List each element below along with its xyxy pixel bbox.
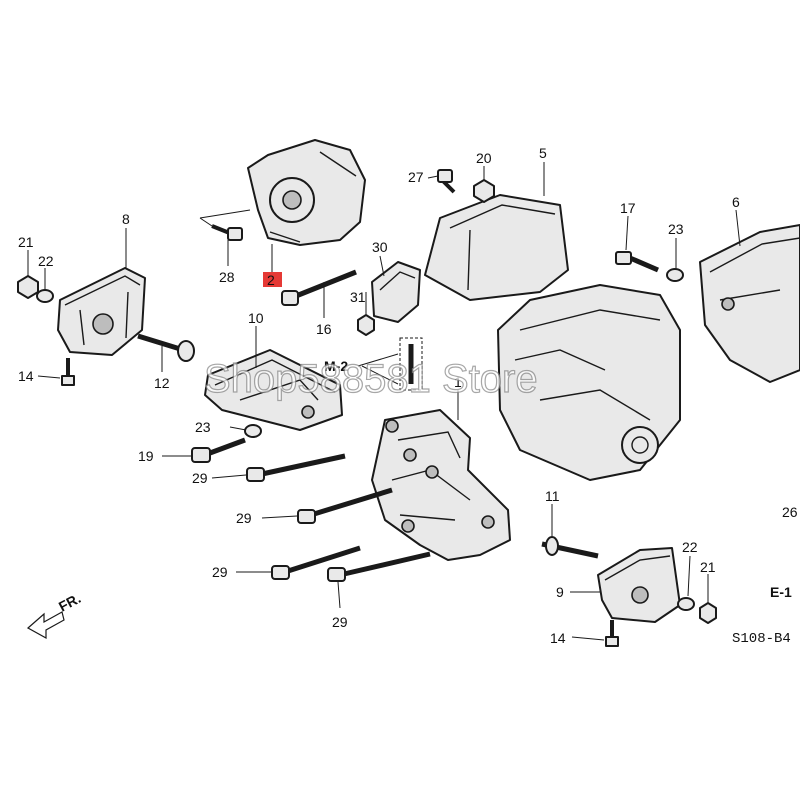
callout-22-left: 22: [38, 253, 54, 269]
callout-2: 2: [267, 272, 275, 288]
part-2-upper-mount: [247, 139, 366, 246]
ref-e1: E-1: [770, 584, 792, 600]
callout-29-c: 29: [212, 564, 228, 580]
part-14-bolt-left: [61, 358, 75, 386]
part-28-bolt: [211, 224, 243, 241]
callout-8: 8: [122, 211, 130, 227]
part-12-through-bolt: [137, 333, 195, 362]
leader-lines: [27, 162, 741, 641]
part-17-bolt: [615, 251, 659, 273]
callout-28: 28: [219, 269, 235, 285]
part-22-washer-right: [677, 597, 695, 611]
callout-17: 17: [620, 200, 636, 216]
part-23-washer-right: [666, 268, 684, 282]
callout-16: 16: [316, 321, 332, 337]
callout-14-left: 14: [18, 368, 34, 384]
part-8-left-mount: [57, 267, 146, 356]
part-14-bolt-right: [605, 620, 619, 647]
callout-2-highlight: [263, 272, 282, 287]
callout-23-center: 23: [195, 419, 211, 435]
part-23-washer-center: [244, 424, 262, 438]
part-20-nut: [473, 179, 495, 203]
callout-29-a: 29: [192, 470, 208, 486]
callout-29-d: 29: [332, 614, 348, 630]
m2-stud-detail: [399, 337, 423, 391]
store-watermark: Shop588581 Store: [204, 357, 538, 401]
part-1-engine-bracket: [371, 409, 511, 561]
front-label: FR.: [56, 590, 83, 615]
callout-19: 19: [138, 448, 154, 464]
part-21-nut-right: [699, 602, 717, 624]
part-6-right-mount: [699, 224, 800, 383]
callout-9: 9: [556, 584, 564, 600]
callout-29-b: 29: [236, 510, 252, 526]
part-11-bolt: [541, 536, 599, 559]
part-27-bolt: [437, 169, 456, 194]
part-31-nut: [357, 314, 375, 336]
part-29-bolts: [246, 453, 431, 582]
callout-12: 12: [154, 375, 170, 391]
part-19-bolt: [191, 437, 246, 463]
callout-26: 26: [782, 504, 798, 520]
part-16-long-bolt: [281, 269, 357, 306]
front-arrow-icon: [26, 611, 65, 640]
part-30-bracket-block: [371, 261, 421, 323]
callout-20: 20: [476, 150, 492, 166]
callout-10: 10: [248, 310, 264, 326]
callout-30: 30: [372, 239, 388, 255]
callout-6: 6: [732, 194, 740, 210]
part-9-lower-mount: [597, 547, 681, 623]
part-5-upper-bracket: [424, 194, 569, 301]
callout-22-right: 22: [682, 539, 698, 555]
part-21-22-nut-washer-left: [17, 275, 54, 303]
callout-1: 1: [454, 374, 462, 390]
diagram-code: S108-B4: [732, 631, 791, 647]
callout-21-left: 21: [18, 234, 34, 250]
callout-31: 31: [350, 289, 366, 305]
callout-5: 5: [539, 145, 547, 161]
callout-labels: 21 22 8 14 12 10 23 19 29 29 29 29 28 2 …: [18, 145, 798, 646]
part-10-center-mount: [204, 349, 343, 431]
engine-block-outline: [497, 284, 681, 481]
ref-m2: M-2: [324, 358, 348, 374]
callout-21-right: 21: [700, 559, 716, 575]
callout-14-right: 14: [550, 630, 566, 646]
callout-27: 27: [408, 169, 424, 185]
callout-23-right: 23: [668, 221, 684, 237]
callout-11: 11: [545, 488, 560, 504]
